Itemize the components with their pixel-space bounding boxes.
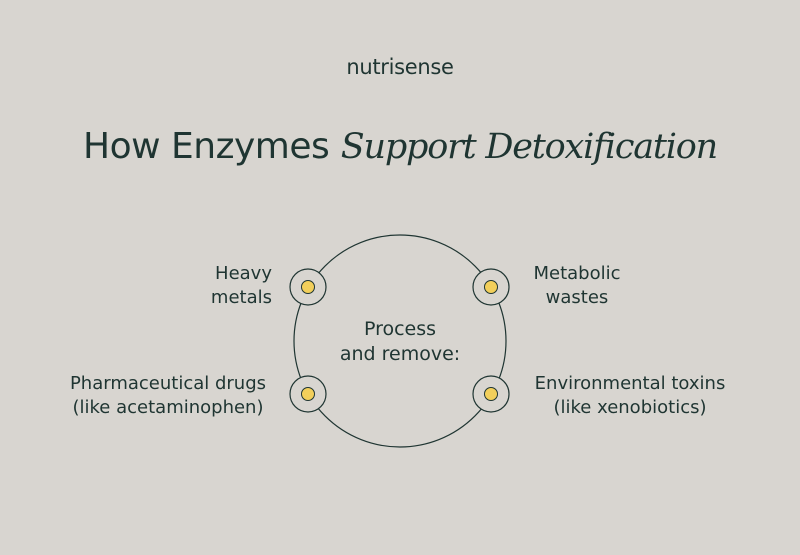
page-title: How Enzymes Support Detoxification [0, 122, 800, 172]
label-line: Pharmaceutical drugs [69, 373, 267, 394]
brand-logo: nutrisense [346, 55, 454, 79]
center-label-line1: Process [363, 318, 437, 340]
label-metabolic-wastes: Metabolic wastes [522, 262, 632, 310]
label-line: (like acetaminophen) [72, 397, 264, 418]
title-emphasis: Support Detoxification [340, 127, 718, 167]
label-line: (like xenobiotics) [553, 397, 707, 418]
node-environmental-toxins [472, 375, 510, 413]
label-line: metals [210, 287, 272, 308]
label-line: Metabolic [533, 263, 621, 284]
node-heavy-metals [289, 268, 327, 306]
label-pharmaceutical-drugs: Pharmaceutical drugs (like acetaminophen… [44, 372, 292, 420]
node-metabolic-wastes [472, 268, 510, 306]
label-line: Environmental toxins [534, 373, 726, 394]
label-line: wastes [545, 287, 609, 308]
label-environmental-toxins: Environmental toxins (like xenobiotics) [516, 372, 744, 420]
node-pharmaceutical-drugs [289, 375, 327, 413]
center-label-line2: and remove: [339, 343, 461, 365]
label-line: Heavy [215, 263, 272, 284]
title-prefix: How Enzymes [83, 126, 330, 167]
label-heavy-metals: Heavy metals [140, 262, 272, 310]
process-circle [293, 234, 507, 448]
center-label: Process and remove: [320, 317, 480, 367]
